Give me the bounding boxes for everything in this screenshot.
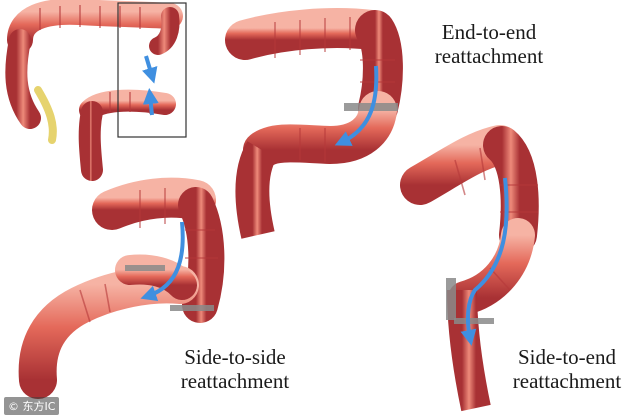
side-to-side-label-line2: reattachment [180,369,290,393]
watermark: © 东方IC [4,397,60,415]
direction-arrow-icon [460,177,509,346]
side-to-end-label-line2: reattachment [512,369,622,393]
end-to-end-label: End-to-end reattachment [404,20,574,68]
side-to-end-label: Side-to-end reattachment [494,345,640,393]
staple-line-icon [446,278,456,320]
staple-line-icon [170,305,214,311]
direction-arrow-icon [140,221,185,301]
end-to-end-label-line2: reattachment [434,44,544,68]
inset-full-colon [5,0,183,181]
end-to-end-illustration [225,8,403,239]
inset-frame [117,2,187,138]
end-to-end-label-line1: End-to-end [441,20,537,44]
side-to-side-label: Side-to-side reattachment [150,345,320,393]
side-to-side-label-line1: Side-to-side [184,345,286,369]
side-to-end-label-line1: Side-to-end [518,345,616,369]
direction-arrow-icon [142,55,159,116]
side-to-side-illustration [18,177,225,399]
side-to-end-illustration [400,125,539,412]
direction-arrow-icon [334,65,379,146]
staple-line-icon [125,265,165,271]
staple-line-icon [454,318,494,324]
